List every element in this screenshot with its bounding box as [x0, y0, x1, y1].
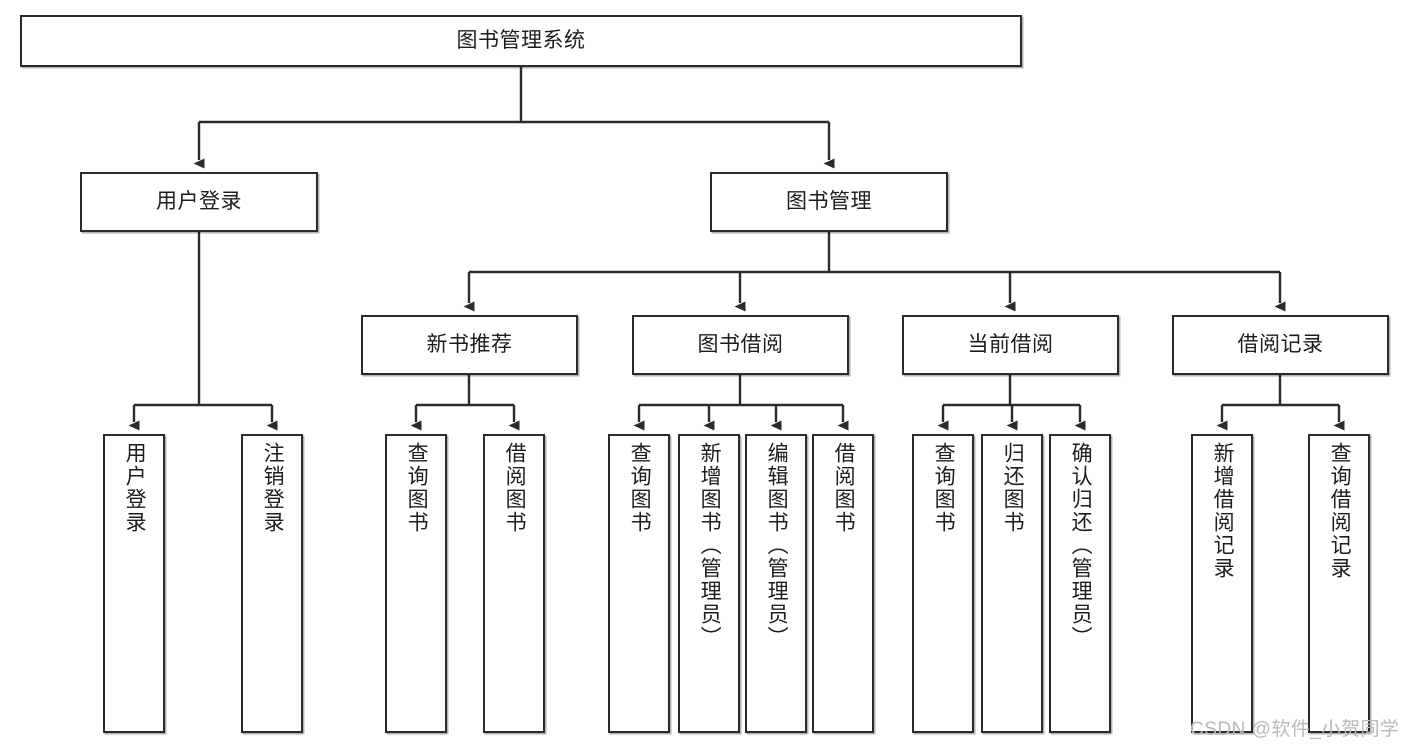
leaf-query-book-3[interactable]: 查询图书	[912, 434, 974, 733]
leaf-add-book[interactable]: 新增图书（管理员）	[678, 434, 740, 733]
node-user-login[interactable]: 用户登录	[80, 172, 318, 232]
node-root-label: 图书管理系统	[456, 28, 586, 52]
leaf-edit-book-label: 编辑图书（管理员）	[765, 442, 789, 649]
node-book-manage[interactable]: 图书管理	[710, 172, 948, 232]
leaf-query-book-1-label: 查询图书	[405, 442, 429, 534]
leaf-add-book-label: 新增图书（管理员）	[698, 442, 722, 649]
node-new-book-recommend[interactable]: 新书推荐	[361, 315, 578, 375]
leaf-user-login[interactable]: 用户登录	[103, 434, 165, 733]
leaf-query-book-1[interactable]: 查询图书	[385, 434, 447, 733]
node-book-manage-label: 图书管理	[786, 189, 872, 213]
node-root[interactable]: 图书管理系统	[20, 15, 1022, 67]
leaf-query-book-2[interactable]: 查询图书	[608, 434, 670, 733]
leaf-user-login-label: 用户登录	[123, 442, 147, 534]
leaf-query-book-3-label: 查询图书	[932, 442, 956, 534]
leaf-query-book-2-label: 查询图书	[628, 442, 652, 534]
leaf-query-record[interactable]: 查询借阅记录	[1308, 434, 1370, 733]
leaf-borrow-book-2[interactable]: 借阅图书	[812, 434, 874, 733]
leaf-add-record-label: 新增借阅记录	[1211, 442, 1235, 580]
csdn-watermark: CSDN @软件_小贺同学	[1190, 719, 1400, 740]
node-user-login-label: 用户登录	[156, 189, 242, 213]
leaf-add-record[interactable]: 新增借阅记录	[1191, 434, 1253, 733]
node-borrow-record-label: 借阅记录	[1237, 332, 1324, 356]
leaf-confirm-return-label: 确认归还（管理员）	[1069, 442, 1093, 649]
leaf-edit-book[interactable]: 编辑图书（管理员）	[745, 434, 807, 733]
leaf-logout[interactable]: 注销登录	[241, 434, 303, 733]
leaf-query-record-label: 查询借阅记录	[1328, 442, 1352, 580]
leaf-logout-label: 注销登录	[261, 442, 285, 534]
leaf-return-book[interactable]: 归还图书	[981, 434, 1043, 733]
leaf-confirm-return[interactable]: 确认归还（管理员）	[1049, 434, 1111, 733]
node-borrow-record[interactable]: 借阅记录	[1172, 315, 1389, 375]
node-book-borrow-label: 图书借阅	[697, 332, 784, 356]
leaf-borrow-book-1-label: 借阅图书	[503, 442, 527, 534]
node-new-book-recommend-label: 新书推荐	[426, 332, 513, 356]
node-book-borrow[interactable]: 图书借阅	[632, 315, 849, 375]
leaf-borrow-book-1[interactable]: 借阅图书	[483, 434, 545, 733]
leaf-borrow-book-2-label: 借阅图书	[832, 442, 856, 534]
leaf-return-book-label: 归还图书	[1001, 442, 1025, 534]
node-current-borrow[interactable]: 当前借阅	[902, 315, 1119, 375]
node-current-borrow-label: 当前借阅	[967, 332, 1054, 356]
